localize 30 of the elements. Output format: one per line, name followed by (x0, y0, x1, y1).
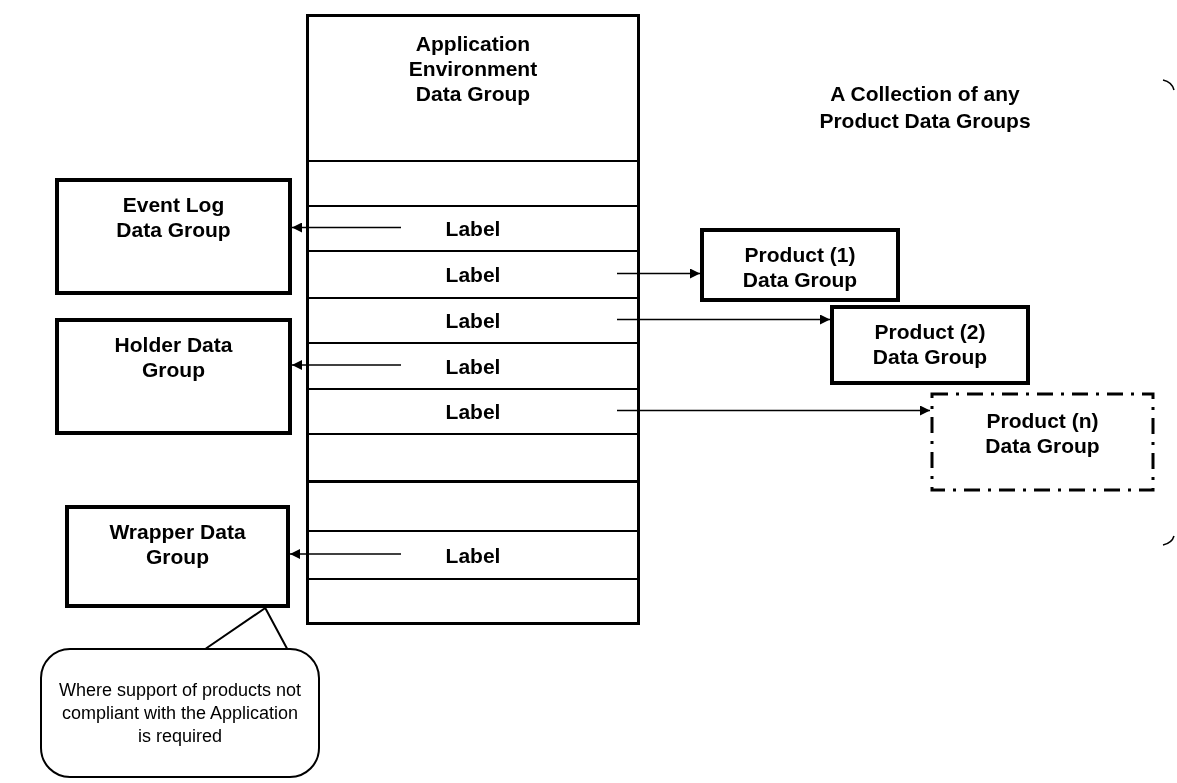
data-group-box (830, 305, 1030, 385)
arrow (289, 549, 402, 559)
row-label: Label (445, 308, 501, 333)
data-group-box (65, 505, 290, 608)
arrow (616, 268, 701, 279)
data-group-box (55, 178, 292, 295)
row-label: Label (445, 262, 501, 287)
arrow (616, 314, 831, 325)
row-label: Label (445, 216, 501, 241)
box-title: Holder Data Group (113, 332, 234, 382)
callout-pointer (204, 607, 289, 650)
box-title: Product (1) Data Group (741, 242, 859, 292)
callout-text: Where support of products not compliant with the Application is required (57, 678, 303, 748)
callout-bubble (40, 648, 320, 778)
data-group-box (700, 228, 900, 302)
heading-text: A Collection of any Product Data Groups (818, 81, 1032, 134)
row-label: Label (445, 399, 501, 424)
box-title: Product (2) Data Group (871, 319, 989, 369)
data-group-box (55, 318, 292, 435)
arrow (291, 360, 402, 370)
arrow (291, 222, 402, 233)
box-title: Wrapper Data Group (108, 519, 247, 569)
data-group-column (306, 14, 640, 625)
row-label: Label (445, 542, 501, 568)
arrow (616, 405, 931, 416)
row-label: Label (445, 353, 501, 379)
box-title: Product (n) Data Group (984, 408, 1101, 458)
box-title: Application Environment Data Group (407, 31, 539, 106)
box-title: Event Log Data Group (115, 192, 232, 242)
dashed-data-group-box (930, 392, 1155, 492)
